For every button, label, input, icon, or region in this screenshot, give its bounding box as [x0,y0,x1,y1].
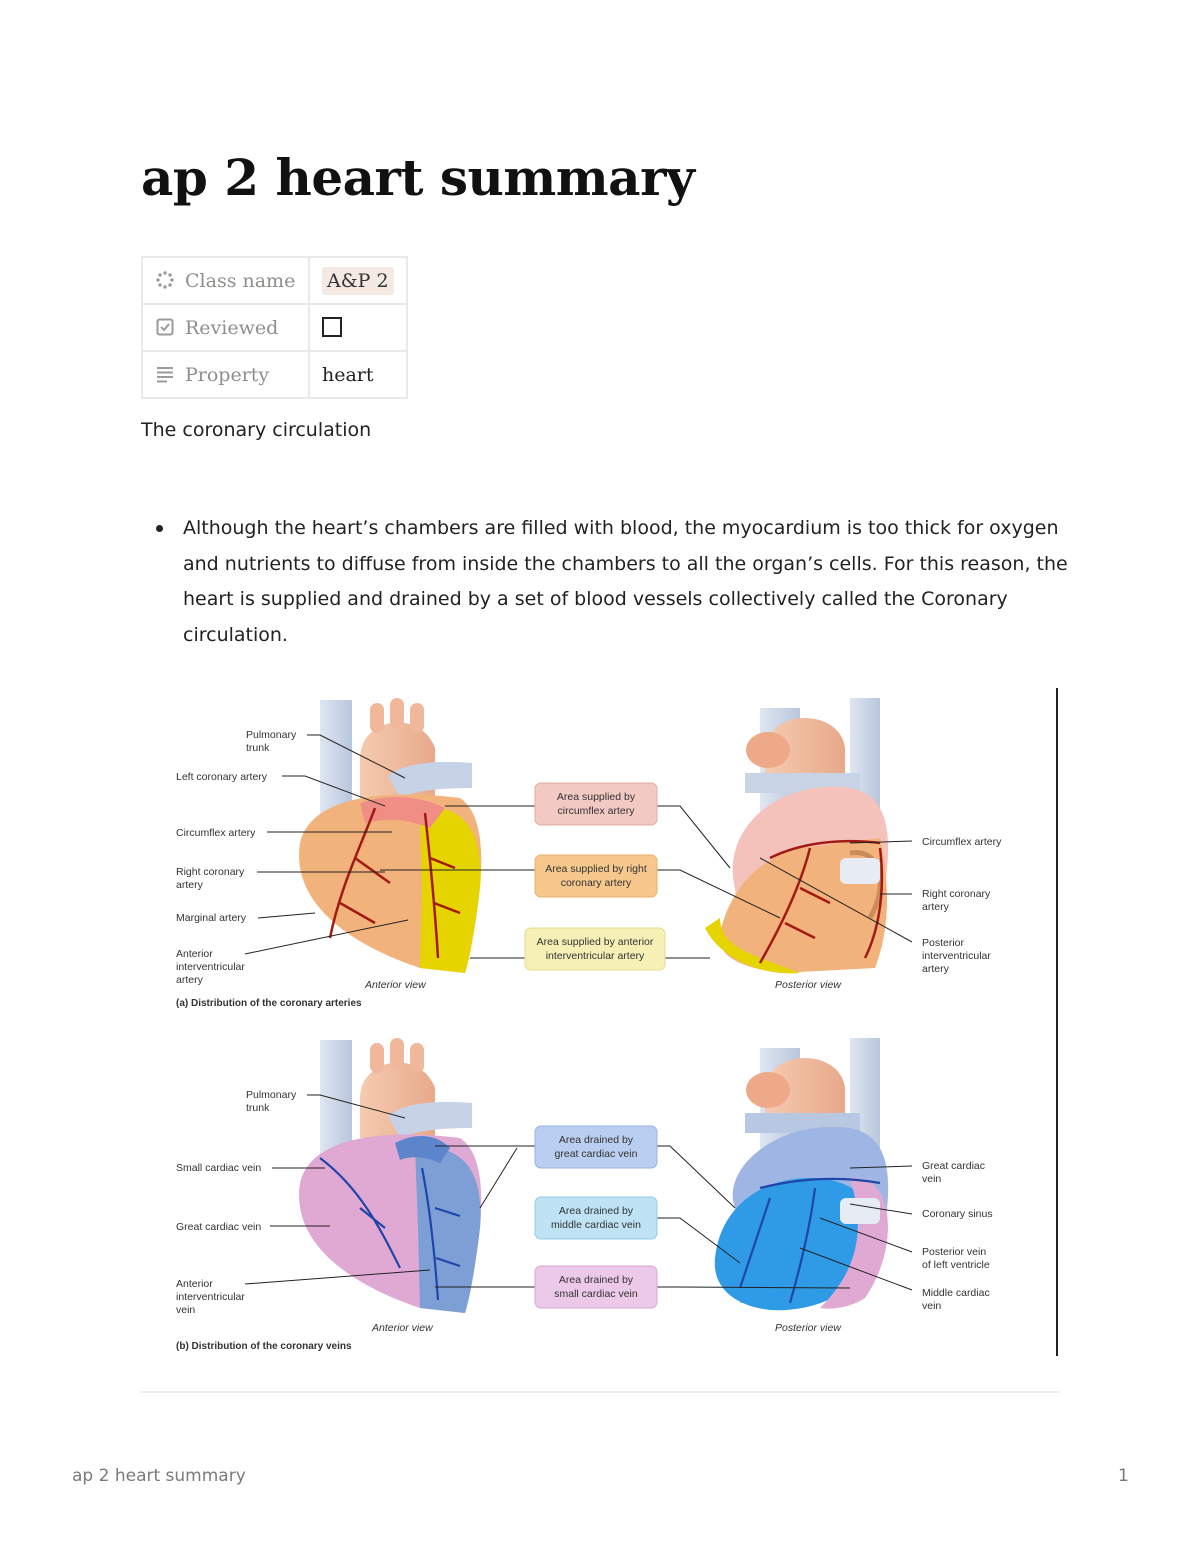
label-pulmonary-trunk-b: Pulmonary [246,1089,297,1101]
footer-title: ap 2 heart summary [72,1466,246,1486]
label-small-cardiac-vein: Small cardiac vein [176,1162,261,1174]
label-great-cardiac-vein: Great cardiac vein [176,1221,261,1233]
svg-text:artery: artery [176,974,204,986]
svg-text:Area drained by: Area drained by [559,1134,634,1146]
arteries-posterior-heart [705,698,889,974]
checkbox-icon [156,318,174,335]
label-right-coronary-artery-posterior: Right coronary [922,888,991,900]
property-row-reviewed[interactable]: Reviewed [141,303,408,352]
label-coronary-sinus: Coronary sinus [922,1208,993,1220]
page-number: 1 [1118,1466,1129,1486]
coronary-circulation-figure: Area supplied by circumflex artery Area … [160,688,1060,1358]
svg-text:interventricular: interventricular [176,1291,245,1303]
property-value[interactable]: heart [322,363,374,386]
svg-text:vein: vein [922,1173,941,1185]
vein-labels: Pulmonary trunk Small cardiac vein Great… [176,1089,993,1352]
divider [141,1391,1059,1393]
svg-text:trunk: trunk [246,742,270,754]
figure-border-line [1056,688,1058,1356]
leader-lines [244,734,913,1291]
artery-labels: Pulmonary trunk Left coronary artery Cir… [176,729,1002,1009]
svg-text:small cardiac vein: small cardiac vein [554,1288,638,1300]
figure-caption-b: (b) Distribution of the coronary veins [176,1341,352,1352]
svg-text:Area drained by: Area drained by [559,1274,634,1286]
svg-text:great cardiac vein: great cardiac vein [555,1148,638,1160]
label-left-coronary-artery: Left coronary artery [176,771,268,783]
label-posterior-interventricular-artery: Posterior [922,937,965,949]
status-spinner-icon [156,270,174,289]
text-lines-icon [157,366,173,382]
area-box-right-coronary: Area supplied by right coronary artery [534,854,658,898]
area-box-anterior-interventricular: Area supplied by anterior interventricul… [524,927,666,971]
svg-text:of left ventricle: of left ventricle [922,1259,990,1271]
svg-text:Area supplied by anterior: Area supplied by anterior [537,936,654,948]
svg-text:Area drained by: Area drained by [559,1205,634,1217]
property-key: Class name [185,269,296,292]
label-right-coronary-artery: Right coronary [176,866,245,878]
properties-table: Class name A&P 2 Reviewed Property heart [141,256,408,399]
arteries-anterior-heart [299,698,482,973]
bullet-list: Although the heart’s chambers are filled… [141,511,1071,653]
svg-text:interventricular: interventricular [176,961,245,973]
label-great-cardiac-vein-posterior: Great cardiac [922,1160,985,1172]
svg-text:coronary artery: coronary artery [561,877,632,889]
veins-posterior-heart [714,1038,889,1311]
svg-text:middle cardiac vein: middle cardiac vein [551,1219,641,1231]
anterior-view-label-b: Anterior view [371,1322,434,1334]
property-row-class-name[interactable]: Class name A&P 2 [141,256,408,305]
page-title: ap 2 heart summary [141,148,695,207]
label-middle-cardiac-vein: Middle cardiac [922,1287,990,1299]
label-circumflex-artery-posterior: Circumflex artery [922,836,1002,848]
property-key: Reviewed [185,316,279,339]
area-box-small-cardiac: Area drained by small cardiac vein [534,1265,658,1309]
posterior-view-label: Posterior view [775,979,842,991]
svg-text:vein: vein [176,1304,195,1316]
svg-text:circumflex artery: circumflex artery [557,805,635,817]
svg-text:interventricular: interventricular [922,950,991,962]
svg-text:trunk: trunk [246,1102,270,1114]
label-anterior-interventricular-artery: Anterior [176,948,213,960]
anterior-view-label: Anterior view [364,979,427,991]
reviewed-checkbox[interactable] [322,316,342,337]
section-heading: The coronary circulation [141,419,372,441]
figure-caption-a: (a) Distribution of the coronary arterie… [176,998,362,1009]
svg-text:Area supplied by right: Area supplied by right [545,863,647,875]
svg-text:Area supplied by: Area supplied by [557,791,636,803]
area-box-middle-cardiac: Area drained by middle cardiac vein [534,1196,658,1240]
svg-text:interventricular artery: interventricular artery [546,950,645,962]
svg-text:artery: artery [176,879,204,891]
label-anterior-interventricular-vein: Anterior [176,1278,213,1290]
svg-text:artery: artery [922,901,950,913]
list-item: Although the heart’s chambers are filled… [141,511,1071,653]
label-posterior-vein-left-ventricle: Posterior vein [922,1246,986,1258]
svg-text:vein: vein [922,1300,941,1312]
posterior-view-label-b: Posterior view [775,1322,842,1334]
veins-anterior-heart [299,1038,482,1313]
svg-text:artery: artery [922,963,950,975]
label-circumflex-artery: Circumflex artery [176,827,256,839]
area-box-great-cardiac: Area drained by great cardiac vein [534,1125,658,1169]
label-marginal-artery: Marginal artery [176,912,247,924]
property-row-property[interactable]: Property heart [141,350,408,399]
area-box-circumflex: Area supplied by circumflex artery [534,782,658,826]
coronary-diagram: Area supplied by circumflex artery Area … [176,698,1002,1352]
class-name-tag[interactable]: A&P 2 [322,266,394,295]
label-pulmonary-trunk: Pulmonary [246,729,297,741]
property-key: Property [185,363,270,386]
